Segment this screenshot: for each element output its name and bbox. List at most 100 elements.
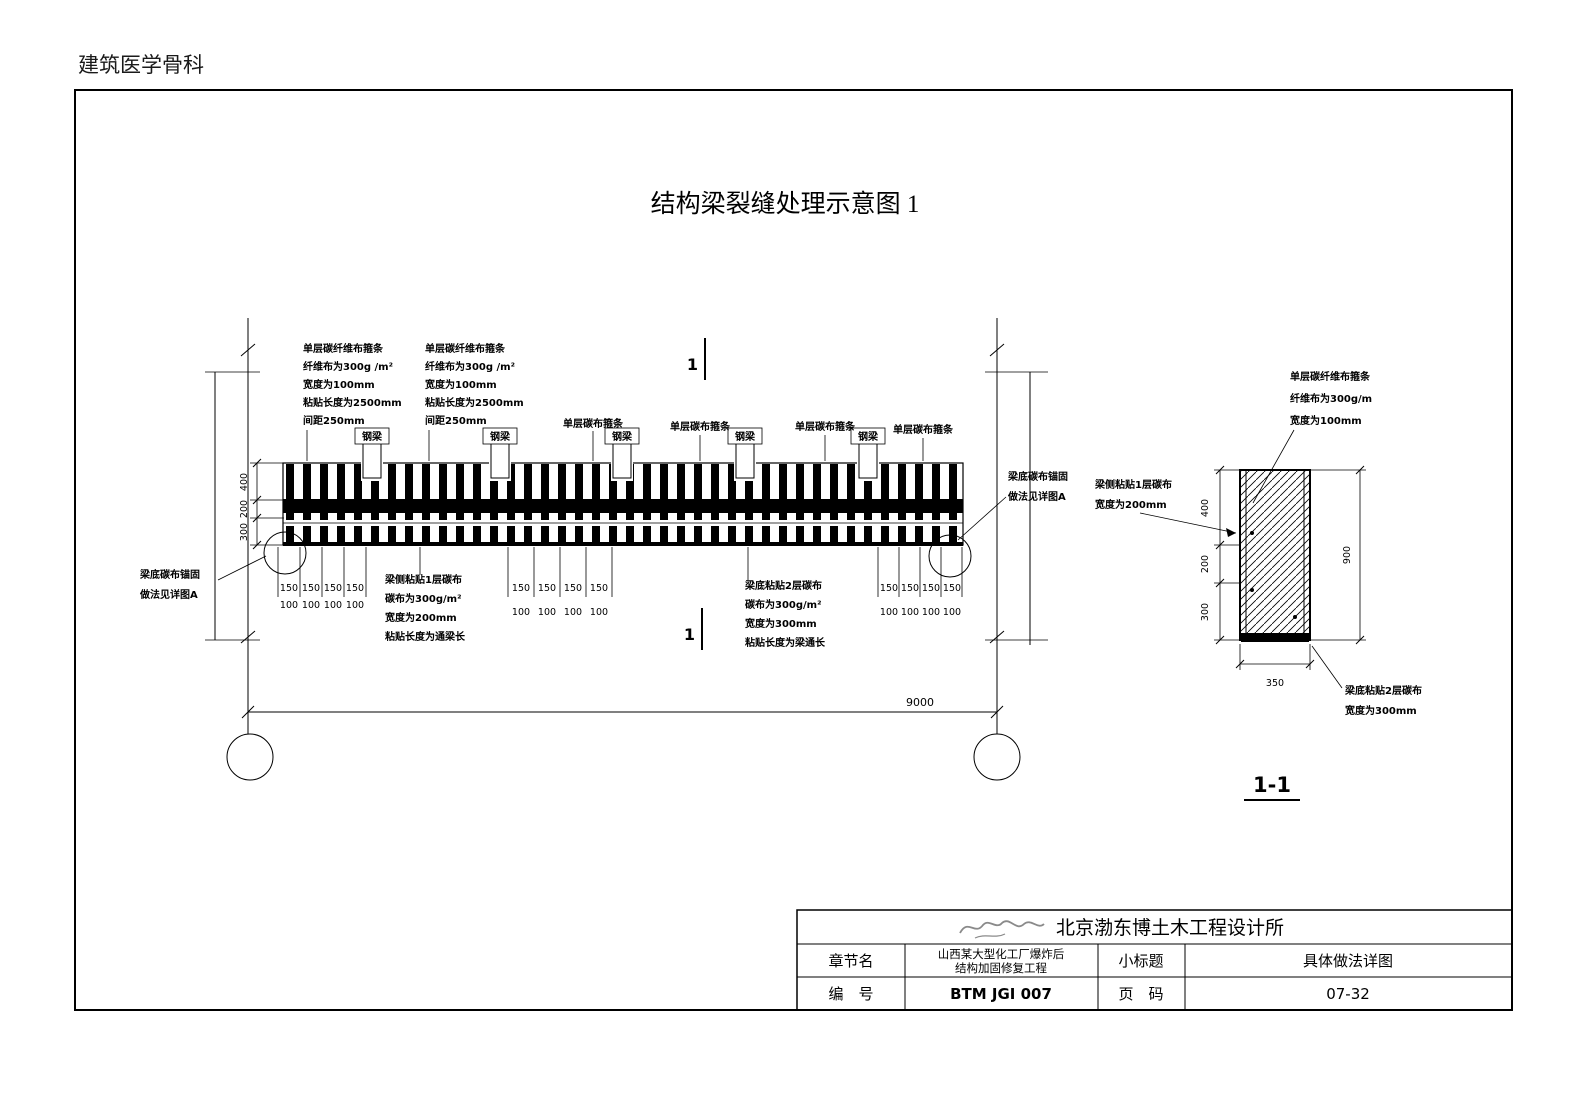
dim-label: 900 xyxy=(1342,546,1353,564)
dim-label: 150 xyxy=(880,583,898,594)
dim-label: 100 xyxy=(324,600,342,611)
number-value: BTM JGI 007 xyxy=(950,985,1052,1003)
note-line: 单层碳纤维布箍条 xyxy=(303,342,384,355)
rebar-dot xyxy=(1293,615,1297,619)
break-mark xyxy=(989,343,1005,357)
steel-label: 钢梁 xyxy=(858,430,879,443)
leader-line xyxy=(1139,512,1237,534)
leader-arrow xyxy=(1226,528,1236,537)
drawing-frame xyxy=(74,89,1513,1011)
subtitle-label: 小标题 xyxy=(1118,952,1163,970)
note-line: 纤维布为300g /m² xyxy=(425,360,515,373)
dim-label: 100 xyxy=(538,607,556,618)
note-line: 粘贴长度为2500mm xyxy=(303,396,402,409)
span-dimension: 9000 xyxy=(241,696,1004,719)
cfrp-bottom-band xyxy=(283,542,963,546)
note-line: 做法见详图A xyxy=(139,588,198,601)
steel-anchor-markers xyxy=(361,441,879,481)
grid-bubble-left xyxy=(226,733,274,781)
section-concrete xyxy=(1239,469,1311,641)
note-line: 碳布为300g/m² xyxy=(385,592,461,605)
cfrp-side-band xyxy=(283,499,963,513)
logo-signature-icon xyxy=(974,933,1006,939)
note-line: 梁底粘贴2层碳布 xyxy=(1344,684,1422,697)
dim-label: 150 xyxy=(302,583,320,594)
note-line: 间距250mm xyxy=(425,414,487,427)
hoop-label: 单层碳布箍条 xyxy=(670,420,731,433)
steel-anchor-u xyxy=(612,443,632,479)
beam-height-dims: 400 200 300 xyxy=(239,458,284,550)
company-name: 北京渤东博土木工程设计所 xyxy=(1056,917,1284,939)
note-line: 宽度为200mm xyxy=(1094,498,1167,511)
note-line: 粘贴长度为梁通长 xyxy=(745,636,826,649)
dim-label: 100 xyxy=(564,607,582,618)
steel-label: 钢梁 xyxy=(362,430,383,443)
note-line: 宽度为100mm xyxy=(424,378,497,391)
grid-bubble-right xyxy=(973,733,1021,781)
cfrp-hoop-strips-lower xyxy=(286,526,960,542)
page-value: 07-32 xyxy=(1326,985,1370,1003)
dim-group-left: 150 150 150 150 100 100 100 100 xyxy=(277,547,367,611)
hoop-label: 单层碳布箍条 xyxy=(795,420,856,433)
note-line: 梁底碳布锚固 xyxy=(1007,470,1068,483)
dim-label: 100 xyxy=(302,600,320,611)
dim-label: 100 xyxy=(512,607,530,618)
note-line: 梁底粘贴2层碳布 xyxy=(744,579,822,592)
steel-label: 钢梁 xyxy=(490,430,511,443)
rebar-dot xyxy=(1250,531,1254,535)
dim-label: 150 xyxy=(564,583,582,594)
leader-line xyxy=(1311,645,1343,689)
note-line: 做法见详图A xyxy=(1007,490,1066,503)
anchorage-left: 梁底碳布锚固 做法见详图A xyxy=(139,531,307,601)
break-mark xyxy=(240,343,256,357)
bottom-cfrp-band xyxy=(1241,633,1309,642)
dim-label: 150 xyxy=(590,583,608,594)
note-line: 纤维布为300g /m² xyxy=(303,360,393,373)
dim-label: 150 xyxy=(922,583,940,594)
note-line: 梁底碳布锚固 xyxy=(139,568,200,581)
note-hoop-left: 单层碳纤维布箍条 纤维布为300g /m² 宽度为100mm 粘贴长度为2500… xyxy=(302,342,402,461)
break-mark xyxy=(240,630,256,644)
logo-signature-icon xyxy=(959,920,1045,934)
number-label: 编 号 xyxy=(828,985,873,1003)
leader-line xyxy=(957,496,1007,541)
support-lines xyxy=(205,318,1048,734)
note-line: 宽度为100mm xyxy=(302,378,375,391)
dim-label: 150 xyxy=(324,583,342,594)
section-note-hoop: 单层碳纤维布箍条 纤维布为300g/m 宽度为100mm xyxy=(1252,370,1372,504)
project-name-line: 山西某大型化工厂爆炸后 xyxy=(938,947,1065,961)
dim-label: 100 xyxy=(280,600,298,611)
hoop-strip-labels: 单层碳布箍条 单层碳布箍条 单层碳布箍条 单层碳布箍条 xyxy=(563,417,954,461)
note-line: 单层碳纤维布箍条 xyxy=(425,342,506,355)
leader-line xyxy=(1252,429,1295,504)
dim-label: 100 xyxy=(943,607,961,618)
beam-elevation: 钢梁 钢梁 钢梁 钢梁 钢梁 单层碳布箍条 单层碳布箍条 单层碳布箍条 单层碳布… xyxy=(139,318,1068,781)
titleblock: 北京渤东博土木工程设计所 章节名 山西某大型化工厂爆炸后 结构加固修复工程 小标… xyxy=(796,909,1513,1011)
drawing-title: 结构梁裂缝处理示意图 1 xyxy=(651,190,920,218)
dim-label: 9000 xyxy=(906,696,934,709)
section-height-dims: 400 200 300 xyxy=(1200,465,1240,645)
section-view: 400 200 300 900 350 单层碳纤维布箍条 纤维布为300g/m xyxy=(1094,370,1422,801)
dim-label: 150 xyxy=(538,583,556,594)
dim-label: 100 xyxy=(922,607,940,618)
note-line: 粘贴长度为通梁长 xyxy=(385,630,466,643)
dim-label: 100 xyxy=(346,600,364,611)
hoop-label: 单层碳布箍条 xyxy=(893,423,954,436)
section-note-bottom: 梁底粘贴2层碳布 宽度为300mm xyxy=(1311,645,1422,717)
leader-line xyxy=(217,555,267,581)
note-line: 梁侧粘贴1层碳布 xyxy=(1094,478,1172,491)
steel-label: 钢梁 xyxy=(735,430,756,443)
steel-label: 钢梁 xyxy=(612,430,633,443)
note-line: 宽度为200mm xyxy=(384,611,457,624)
dim-label: 400 xyxy=(1200,499,1211,517)
dim-group-right: 150 150 150 150 100 100 100 100 xyxy=(877,547,963,618)
dim-label: 150 xyxy=(512,583,530,594)
note-side-cfrp: 梁侧粘贴1层碳布 碳布为300g/m² 宽度为200mm 粘贴长度为通梁长 xyxy=(384,547,466,643)
dim-label: 350 xyxy=(1266,678,1284,689)
note-line: 宽度为300mm xyxy=(1344,704,1417,717)
steel-anchor-u xyxy=(490,443,510,479)
section-cut-number: 1 xyxy=(687,355,698,374)
dim-label: 200 xyxy=(239,500,250,518)
dim-label: 150 xyxy=(280,583,298,594)
